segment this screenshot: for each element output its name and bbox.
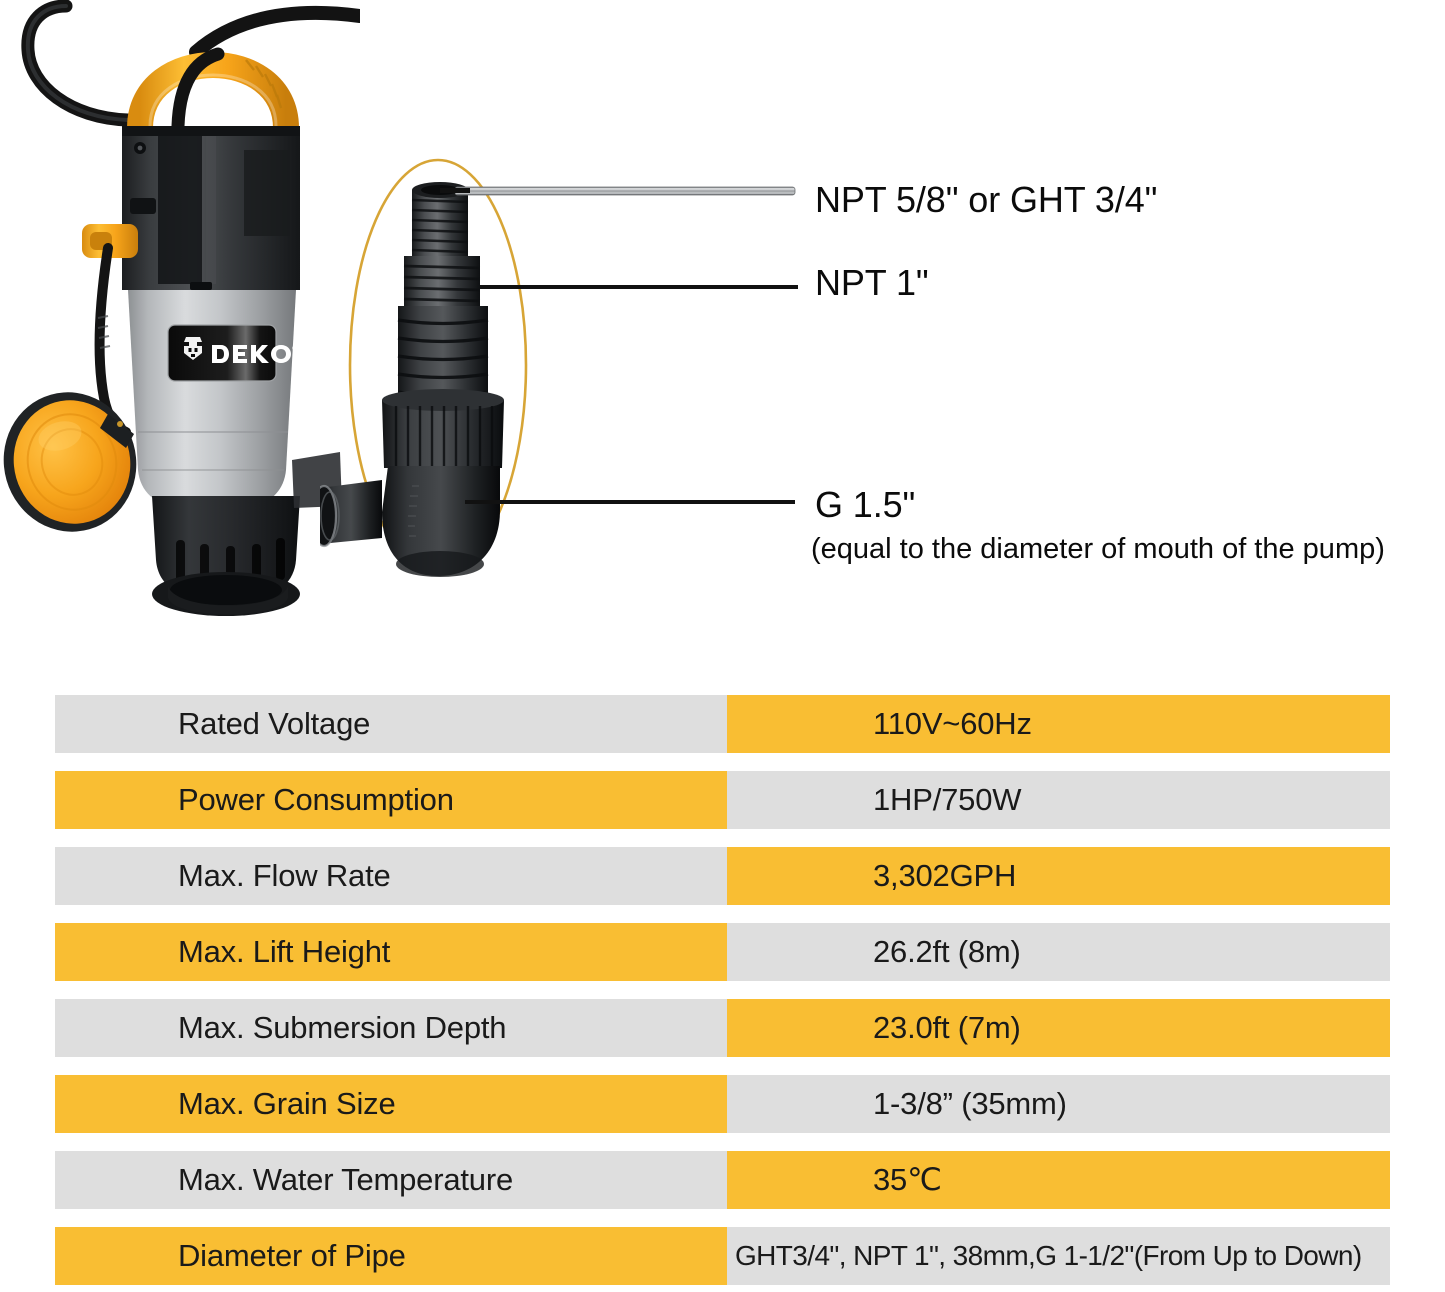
callout-mid-port-label: NPT 1" — [815, 262, 929, 303]
table-row: Max. Submersion Depth 23.0ft (7m) — [55, 999, 1390, 1057]
spec-value: 3,302GPH — [727, 847, 1390, 905]
table-row: Rated Voltage 110V~60Hz — [55, 695, 1390, 753]
callout-top-port-label: NPT 5/8" or GHT 3/4" — [815, 179, 1158, 220]
product-hero: NPT 5/8" or GHT 3/4" NPT 1" G 1.5" (equa… — [0, 0, 1385, 640]
spec-label: Max. Flow Rate — [55, 847, 727, 905]
table-row: Power Consumption 1HP/750W — [55, 771, 1390, 829]
spec-label: Power Consumption — [55, 771, 727, 829]
pump-body — [128, 290, 296, 506]
pipe-fitting-assembly — [310, 150, 570, 580]
leader-line-elbow-port — [465, 500, 795, 504]
fitting-illustration — [310, 158, 528, 577]
leader-line-top-port — [455, 186, 796, 196]
cable-clip — [82, 224, 138, 258]
pump-base — [152, 496, 300, 600]
callout-elbow-port-sublabel: (equal to the diameter of mouth of the p… — [811, 533, 1385, 565]
leader-line-mid-port — [480, 285, 798, 289]
spec-label: Rated Voltage — [55, 695, 727, 753]
float-switch — [3, 392, 137, 532]
spec-value: 110V~60Hz — [727, 695, 1390, 753]
spec-value: GHT3/4", NPT 1", 38mm,G 1-1/2"(From Up t… — [727, 1227, 1390, 1285]
table-row: Max. Water Temperature 35℃ — [55, 1151, 1390, 1209]
table-row: Max. Grain Size 1-3/8” (35mm) — [55, 1075, 1390, 1133]
leader-stub-top-port — [440, 188, 470, 193]
spec-label: Max. Water Temperature — [55, 1151, 727, 1209]
submersible-pump-image — [0, 0, 367, 640]
table-row: Diameter of Pipe GHT3/4", NPT 1", 38mm,G… — [55, 1227, 1390, 1285]
spec-label: Max. Grain Size — [55, 1075, 727, 1133]
collar-nut — [382, 389, 504, 468]
pump-illustration — [3, 0, 367, 616]
elbow-90 — [310, 466, 500, 577]
npt1-threaded-section — [403, 256, 481, 308]
spec-label: Diameter of Pipe — [55, 1227, 727, 1285]
spec-value: 35℃ — [727, 1151, 1390, 1209]
spec-value: 26.2ft (8m) — [727, 923, 1390, 981]
spec-label: Max. Submersion Depth — [55, 999, 727, 1057]
specifications-table: Rated Voltage 110V~60Hz Power Consumptio… — [55, 695, 1390, 1285]
power-cord — [21, 0, 135, 127]
table-row: Max. Flow Rate 3,302GPH — [55, 847, 1390, 905]
spec-value: 23.0ft (7m) — [727, 999, 1390, 1057]
upper-cord — [189, 5, 367, 59]
spec-value: 1-3/8” (35mm) — [727, 1075, 1390, 1133]
table-row: Max. Lift Height 26.2ft (8m) — [55, 923, 1390, 981]
barbed-section — [397, 306, 489, 402]
spec-value: 1HP/750W — [727, 771, 1390, 829]
spec-label: Max. Lift Height — [55, 923, 727, 981]
callout-elbow-port-label: G 1.5" — [815, 484, 916, 525]
deko-logo-badge — [167, 324, 298, 382]
